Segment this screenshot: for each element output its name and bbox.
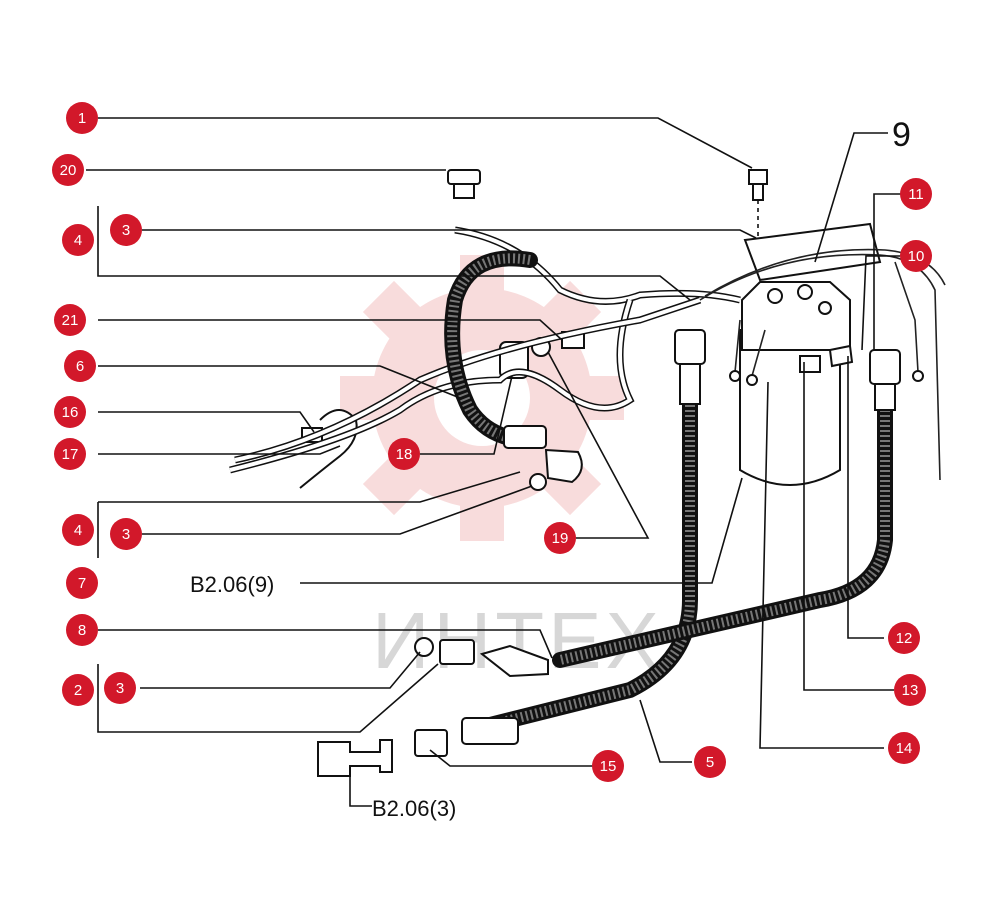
connector-fittings: [317, 637, 519, 777]
svg-text:19: 19: [552, 530, 569, 547]
callout-3b: 3: [110, 518, 142, 550]
callout-14: 14: [888, 732, 920, 764]
svg-text:8: 8: [78, 622, 86, 639]
banjo-fittings: [479, 329, 901, 678]
callout-2: 2: [62, 674, 94, 706]
svg-text:17: 17: [62, 446, 79, 463]
svg-text:1: 1: [78, 110, 86, 127]
leader-lines: [86, 117, 902, 807]
fuel-hoses: [444, 250, 893, 738]
svg-text:3: 3: [116, 680, 124, 697]
svg-text:6: 6: [76, 358, 84, 375]
svg-text:4: 4: [74, 522, 82, 539]
callout-10: 10: [900, 240, 932, 272]
svg-text:7: 7: [78, 575, 86, 592]
callout-1: 1: [66, 102, 98, 134]
svg-text:5: 5: [706, 754, 714, 771]
bolt-part-1: [748, 169, 768, 240]
svg-text:20: 20: [60, 162, 77, 179]
callout-4a: 4: [62, 224, 94, 256]
callout-19: 19: [544, 522, 576, 554]
wire-harness: [699, 248, 946, 481]
reference-b206-9: B2.06(9): [190, 572, 274, 597]
svg-text:11: 11: [908, 186, 924, 203]
svg-text:4: 4: [74, 232, 82, 249]
callout-7: 7: [66, 567, 98, 599]
callout-11: 11: [900, 178, 932, 210]
svg-text:12: 12: [896, 630, 913, 647]
part-number-9: 9: [892, 116, 911, 154]
callout-17: 17: [54, 438, 86, 470]
fuel-filter-housing: [739, 222, 882, 486]
callout-3a: 3: [110, 214, 142, 246]
reference-b206-3: B2.06(3): [372, 796, 456, 821]
svg-text:18: 18: [396, 446, 413, 463]
callout-8: 8: [66, 614, 98, 646]
callout-21: 21: [54, 304, 86, 336]
svg-text:3: 3: [122, 526, 130, 543]
svg-text:13: 13: [902, 682, 919, 699]
callout-4b: 4: [62, 514, 94, 546]
svg-text:10: 10: [908, 248, 925, 265]
callout-6: 6: [64, 350, 96, 382]
svg-text:3: 3: [122, 222, 130, 239]
callout-12: 12: [888, 622, 920, 654]
callout-18: 18: [388, 438, 420, 470]
sensor-part-20: [447, 169, 481, 199]
parts-drawing: [229, 169, 946, 777]
svg-text:21: 21: [62, 312, 79, 329]
fuel-tubes: [229, 226, 741, 474]
callout-3c: 3: [104, 672, 136, 704]
callout-20: 20: [52, 154, 84, 186]
callout-15: 15: [592, 750, 624, 782]
callout-badges: 1 20 4 3 21 6 16 17 18 4 3 19 7 8 2 3 15…: [52, 102, 932, 782]
callout-16: 16: [54, 396, 86, 428]
svg-text:16: 16: [62, 404, 79, 421]
callout-13: 13: [894, 674, 926, 706]
svg-text:2: 2: [74, 682, 82, 699]
svg-text:14: 14: [896, 740, 913, 757]
callout-5: 5: [694, 746, 726, 778]
svg-text:15: 15: [600, 758, 617, 775]
